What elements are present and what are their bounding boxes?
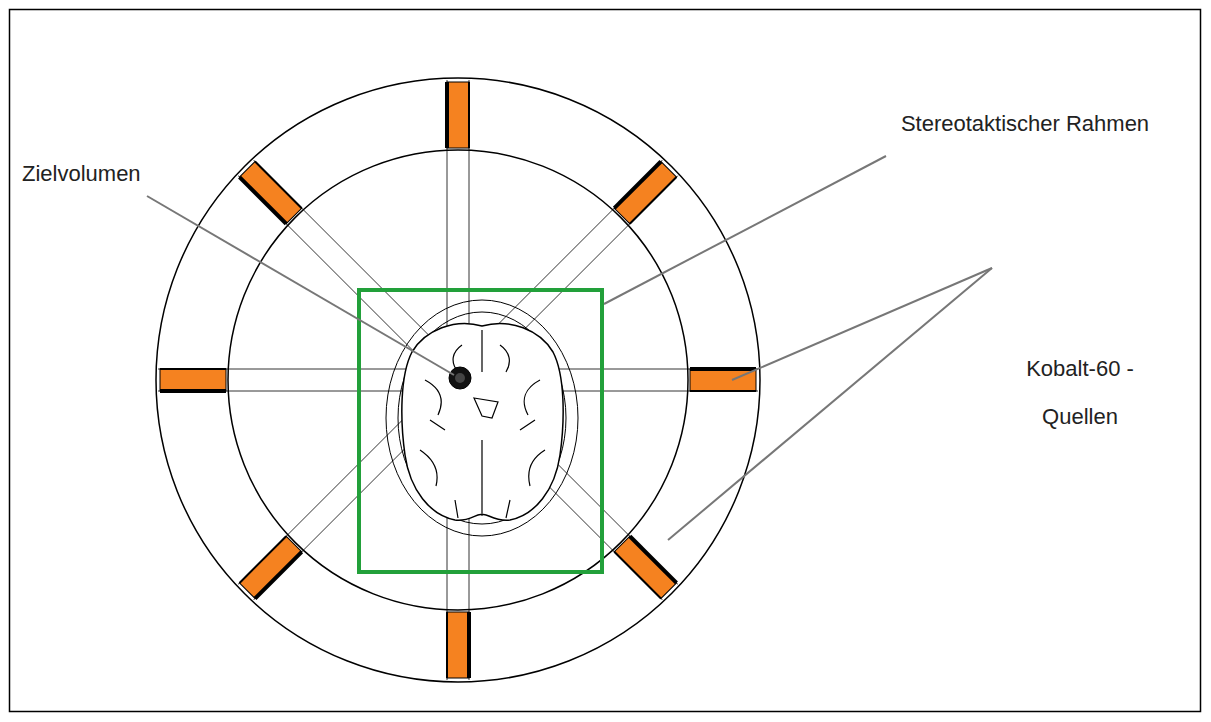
source-shield — [446, 612, 448, 678]
source-shield — [445, 82, 449, 148]
target-core — [455, 373, 465, 383]
beam-lines — [158, 80, 758, 680]
source-shield — [630, 536, 677, 583]
cobalt-source — [614, 162, 676, 224]
source-shield — [690, 390, 756, 392]
source-shield — [255, 162, 302, 209]
target-volume — [449, 367, 471, 389]
head-outline — [386, 300, 578, 536]
stereotactic-frame — [359, 290, 602, 572]
source-body — [240, 162, 302, 224]
beam-line — [254, 176, 678, 600]
source-shield — [160, 389, 226, 393]
source-shield — [160, 368, 226, 370]
source-shield — [630, 177, 677, 224]
source-body — [614, 536, 676, 598]
source-body — [447, 82, 469, 148]
source-shield — [614, 162, 661, 209]
source-body — [690, 369, 756, 391]
inner-ring — [228, 150, 688, 610]
source-shield — [690, 367, 756, 371]
part-label: Stereotaktischer Rahmen — [900, 100, 1150, 148]
cobalt-source — [240, 536, 302, 598]
leader-line — [668, 268, 992, 540]
source-body — [614, 162, 676, 224]
source-shield — [614, 552, 661, 599]
source-body — [240, 536, 302, 598]
source-shield — [467, 612, 471, 678]
skull-outline — [398, 312, 566, 524]
cobalt-source — [614, 536, 676, 598]
leader-line — [732, 268, 992, 380]
source-shield — [255, 552, 302, 599]
outer-ring — [156, 78, 760, 682]
source-shield — [240, 177, 287, 224]
brainstem — [474, 398, 498, 418]
cobalt-source — [690, 369, 756, 391]
part-label: Zielvolumen — [22, 150, 182, 198]
source-body — [160, 369, 226, 391]
cobalt-source — [447, 82, 469, 148]
beam-line — [254, 160, 678, 584]
brain-sulci — [420, 330, 545, 518]
source-body — [447, 612, 469, 678]
leader-line — [147, 196, 454, 375]
cobalt-source — [160, 369, 226, 391]
brain-outline — [402, 324, 563, 521]
leader-line — [604, 156, 886, 304]
source-shield — [240, 536, 287, 583]
cobalt-sources — [160, 82, 756, 678]
cobalt-source — [447, 612, 469, 678]
part-label: Kobalt-60 - Quellen — [1010, 345, 1150, 441]
source-shield — [468, 82, 470, 148]
frame-border — [10, 10, 1201, 712]
cobalt-source — [240, 162, 302, 224]
beam-line — [238, 176, 662, 600]
